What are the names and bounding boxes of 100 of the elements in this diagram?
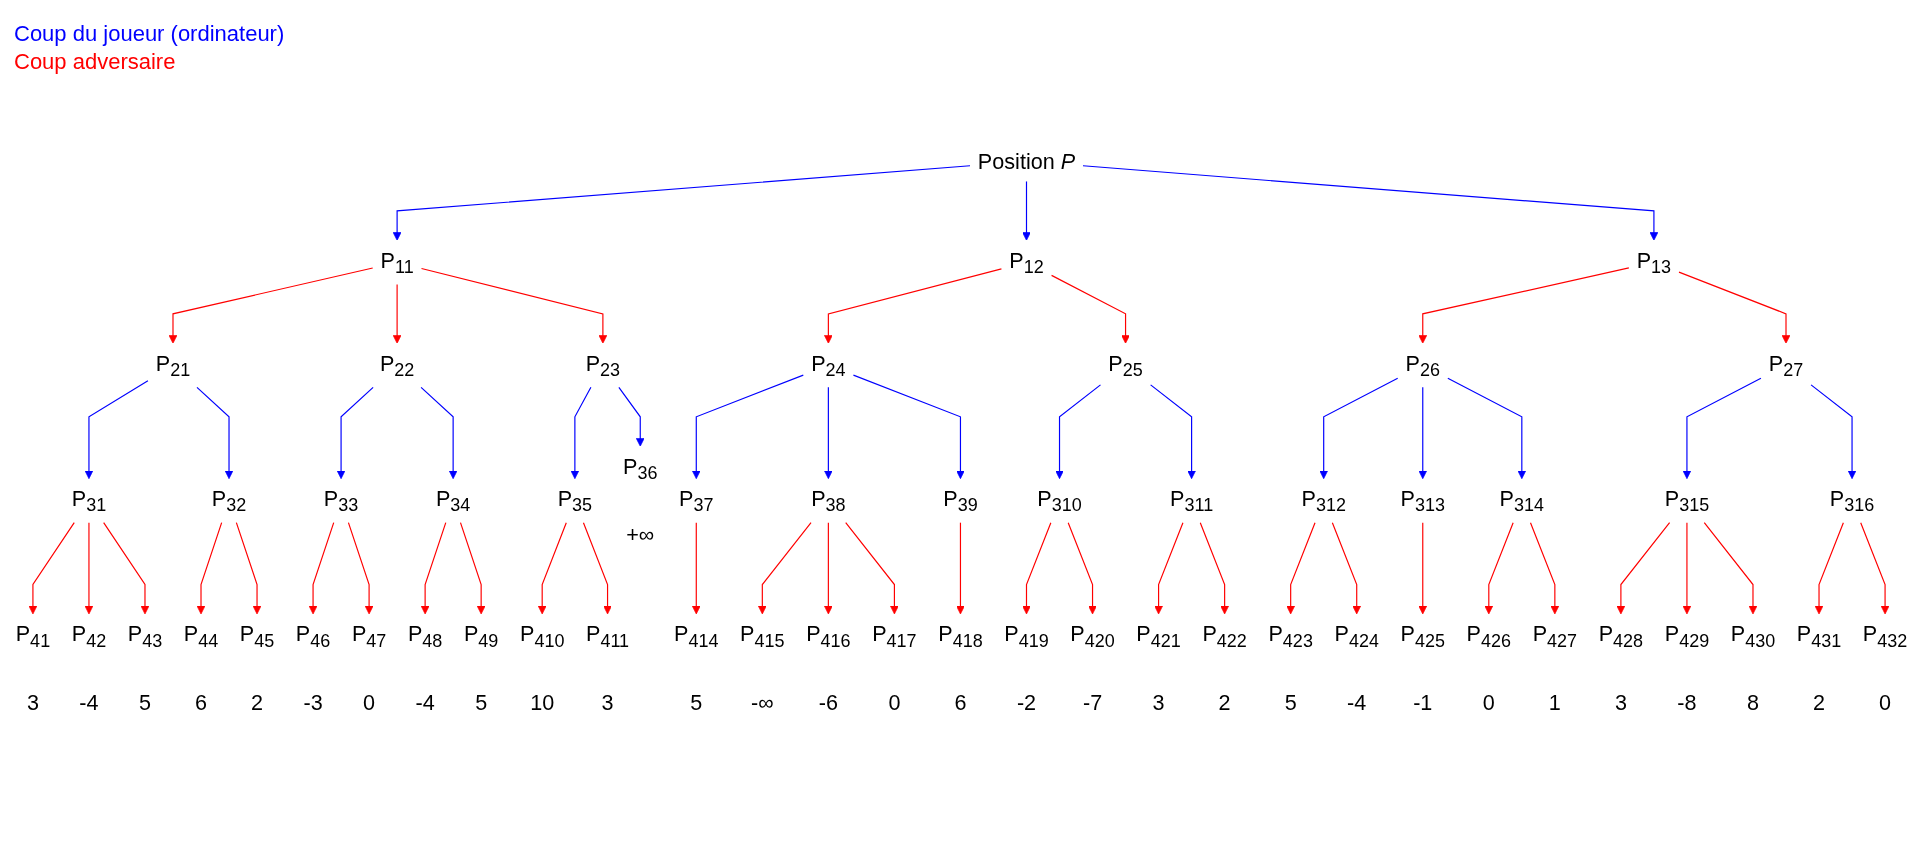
node-label: 3	[1614, 690, 1627, 715]
node-label: 6	[954, 690, 967, 715]
legend-entry: Coup adversaire	[14, 48, 177, 76]
arrow	[28, 522, 75, 615]
arrow	[196, 386, 234, 479]
node-text: P$_{39}$	[943, 486, 978, 516]
node-text: P$_{422}$	[1202, 621, 1247, 651]
node-label: -4	[79, 690, 99, 715]
arrow	[1055, 384, 1102, 479]
node-text: P$_{424}$	[1334, 621, 1379, 651]
node-label: 3	[26, 690, 39, 715]
arrow	[420, 267, 608, 344]
arrow	[392, 165, 971, 241]
node-text: P$_{417}$	[872, 621, 917, 651]
node-text: P$_{419}$	[1004, 621, 1049, 651]
arrow	[1682, 377, 1762, 479]
node-text: P$_{23}$	[585, 351, 621, 380]
arrow	[570, 386, 592, 479]
node-text: P$_{31}$	[71, 486, 107, 516]
node-text: P$_{312}$	[1301, 486, 1346, 516]
node-label: 3	[601, 690, 614, 715]
node-text: P$_{21}$	[155, 351, 191, 380]
node-text: P$_{423}$	[1268, 621, 1313, 651]
arrow	[1529, 522, 1560, 615]
arrow	[1286, 522, 1316, 615]
node-text: P$_{420}$	[1070, 621, 1115, 651]
node-text: P$_{43}$	[127, 621, 163, 651]
arrow	[1418, 267, 1630, 344]
node-text: P$_{310}$	[1037, 486, 1082, 516]
node-label: 1	[1548, 690, 1561, 715]
node-label: -2	[1016, 690, 1037, 715]
node-text: P$_{32}$	[211, 486, 247, 516]
node-text: P$_{411}$	[586, 621, 630, 651]
node-text: P$_{25}$	[1108, 351, 1143, 380]
node-text: P$_{427}$	[1532, 621, 1578, 651]
node-text: P$_{313}$	[1400, 486, 1445, 516]
arrow	[1022, 180, 1031, 241]
node-text: P$_{36}$	[623, 454, 658, 483]
node-text: P$_{11}$	[380, 248, 414, 278]
node-text: P$_{429}$	[1664, 621, 1710, 651]
node-label: 0	[1482, 690, 1495, 715]
arrow	[537, 522, 567, 615]
node-text: P$_{314}$	[1499, 486, 1545, 516]
arrow	[84, 522, 94, 615]
arrow	[1447, 377, 1527, 479]
arrow	[347, 522, 374, 615]
node-text: P$_{316}$	[1829, 486, 1875, 516]
arrow	[1154, 522, 1184, 615]
node-text: P$_{35}$	[557, 486, 593, 516]
node-label: 8	[1746, 690, 1759, 715]
arrow	[235, 522, 262, 615]
node-text: P$_{38}$	[811, 486, 846, 516]
arrow	[1682, 522, 1692, 615]
node-text: P$_{428}$	[1598, 621, 1644, 651]
node-text: P$_{47}$	[351, 621, 387, 651]
node-label: -6	[818, 690, 838, 715]
legend-entry: Coup du joueur (ordinateur)	[14, 20, 285, 48]
node-label: 2	[1218, 690, 1231, 715]
node-text: P$_{418}$	[938, 621, 983, 651]
node-text: P$_{415}$	[740, 621, 785, 651]
node-text: P$_{24}$	[811, 351, 846, 380]
node-text: P$_{421}$	[1136, 621, 1181, 651]
node-text: P$_{49}$	[463, 621, 499, 651]
arrow	[103, 522, 150, 615]
node-text: P$_{426}$	[1466, 621, 1512, 651]
arrow	[1418, 386, 1428, 479]
node-label: -1	[1413, 690, 1433, 715]
arrow	[1678, 271, 1791, 344]
arrow	[824, 268, 1002, 344]
node-text: P$_{432}$	[1862, 621, 1908, 651]
node-label: 6	[194, 690, 208, 715]
arrow	[1150, 384, 1196, 479]
arrow	[459, 522, 486, 615]
arrow	[1331, 522, 1362, 615]
arrow	[1082, 165, 1659, 241]
node-text: P$_{416}$	[806, 621, 851, 651]
arrow	[618, 386, 645, 447]
node-text: P$_{431}$	[1796, 621, 1842, 651]
node-text: P$_{425}$	[1400, 621, 1445, 651]
node-text: P$_{414}$	[674, 621, 719, 651]
node-label: -4	[415, 690, 435, 715]
arrow	[84, 380, 149, 479]
arrow	[336, 386, 374, 479]
node-label: 5	[138, 690, 151, 715]
node-label: 2	[1813, 690, 1826, 715]
arrow	[1022, 522, 1052, 615]
arrow	[852, 374, 965, 479]
arrow	[168, 267, 374, 344]
node-text: P$_{42}$	[71, 621, 107, 651]
node-label: 2	[251, 690, 264, 715]
node-label: -3	[303, 690, 323, 715]
node-text: P$_{315}$	[1664, 486, 1710, 516]
arrow	[392, 283, 402, 344]
arrow	[1810, 384, 1857, 479]
arrow	[582, 522, 612, 615]
node-text: P$_{48}$	[407, 621, 443, 651]
node-label: -4	[1347, 690, 1367, 715]
arrow	[1051, 274, 1130, 344]
arrow	[1418, 522, 1428, 615]
arrow	[1067, 522, 1097, 615]
